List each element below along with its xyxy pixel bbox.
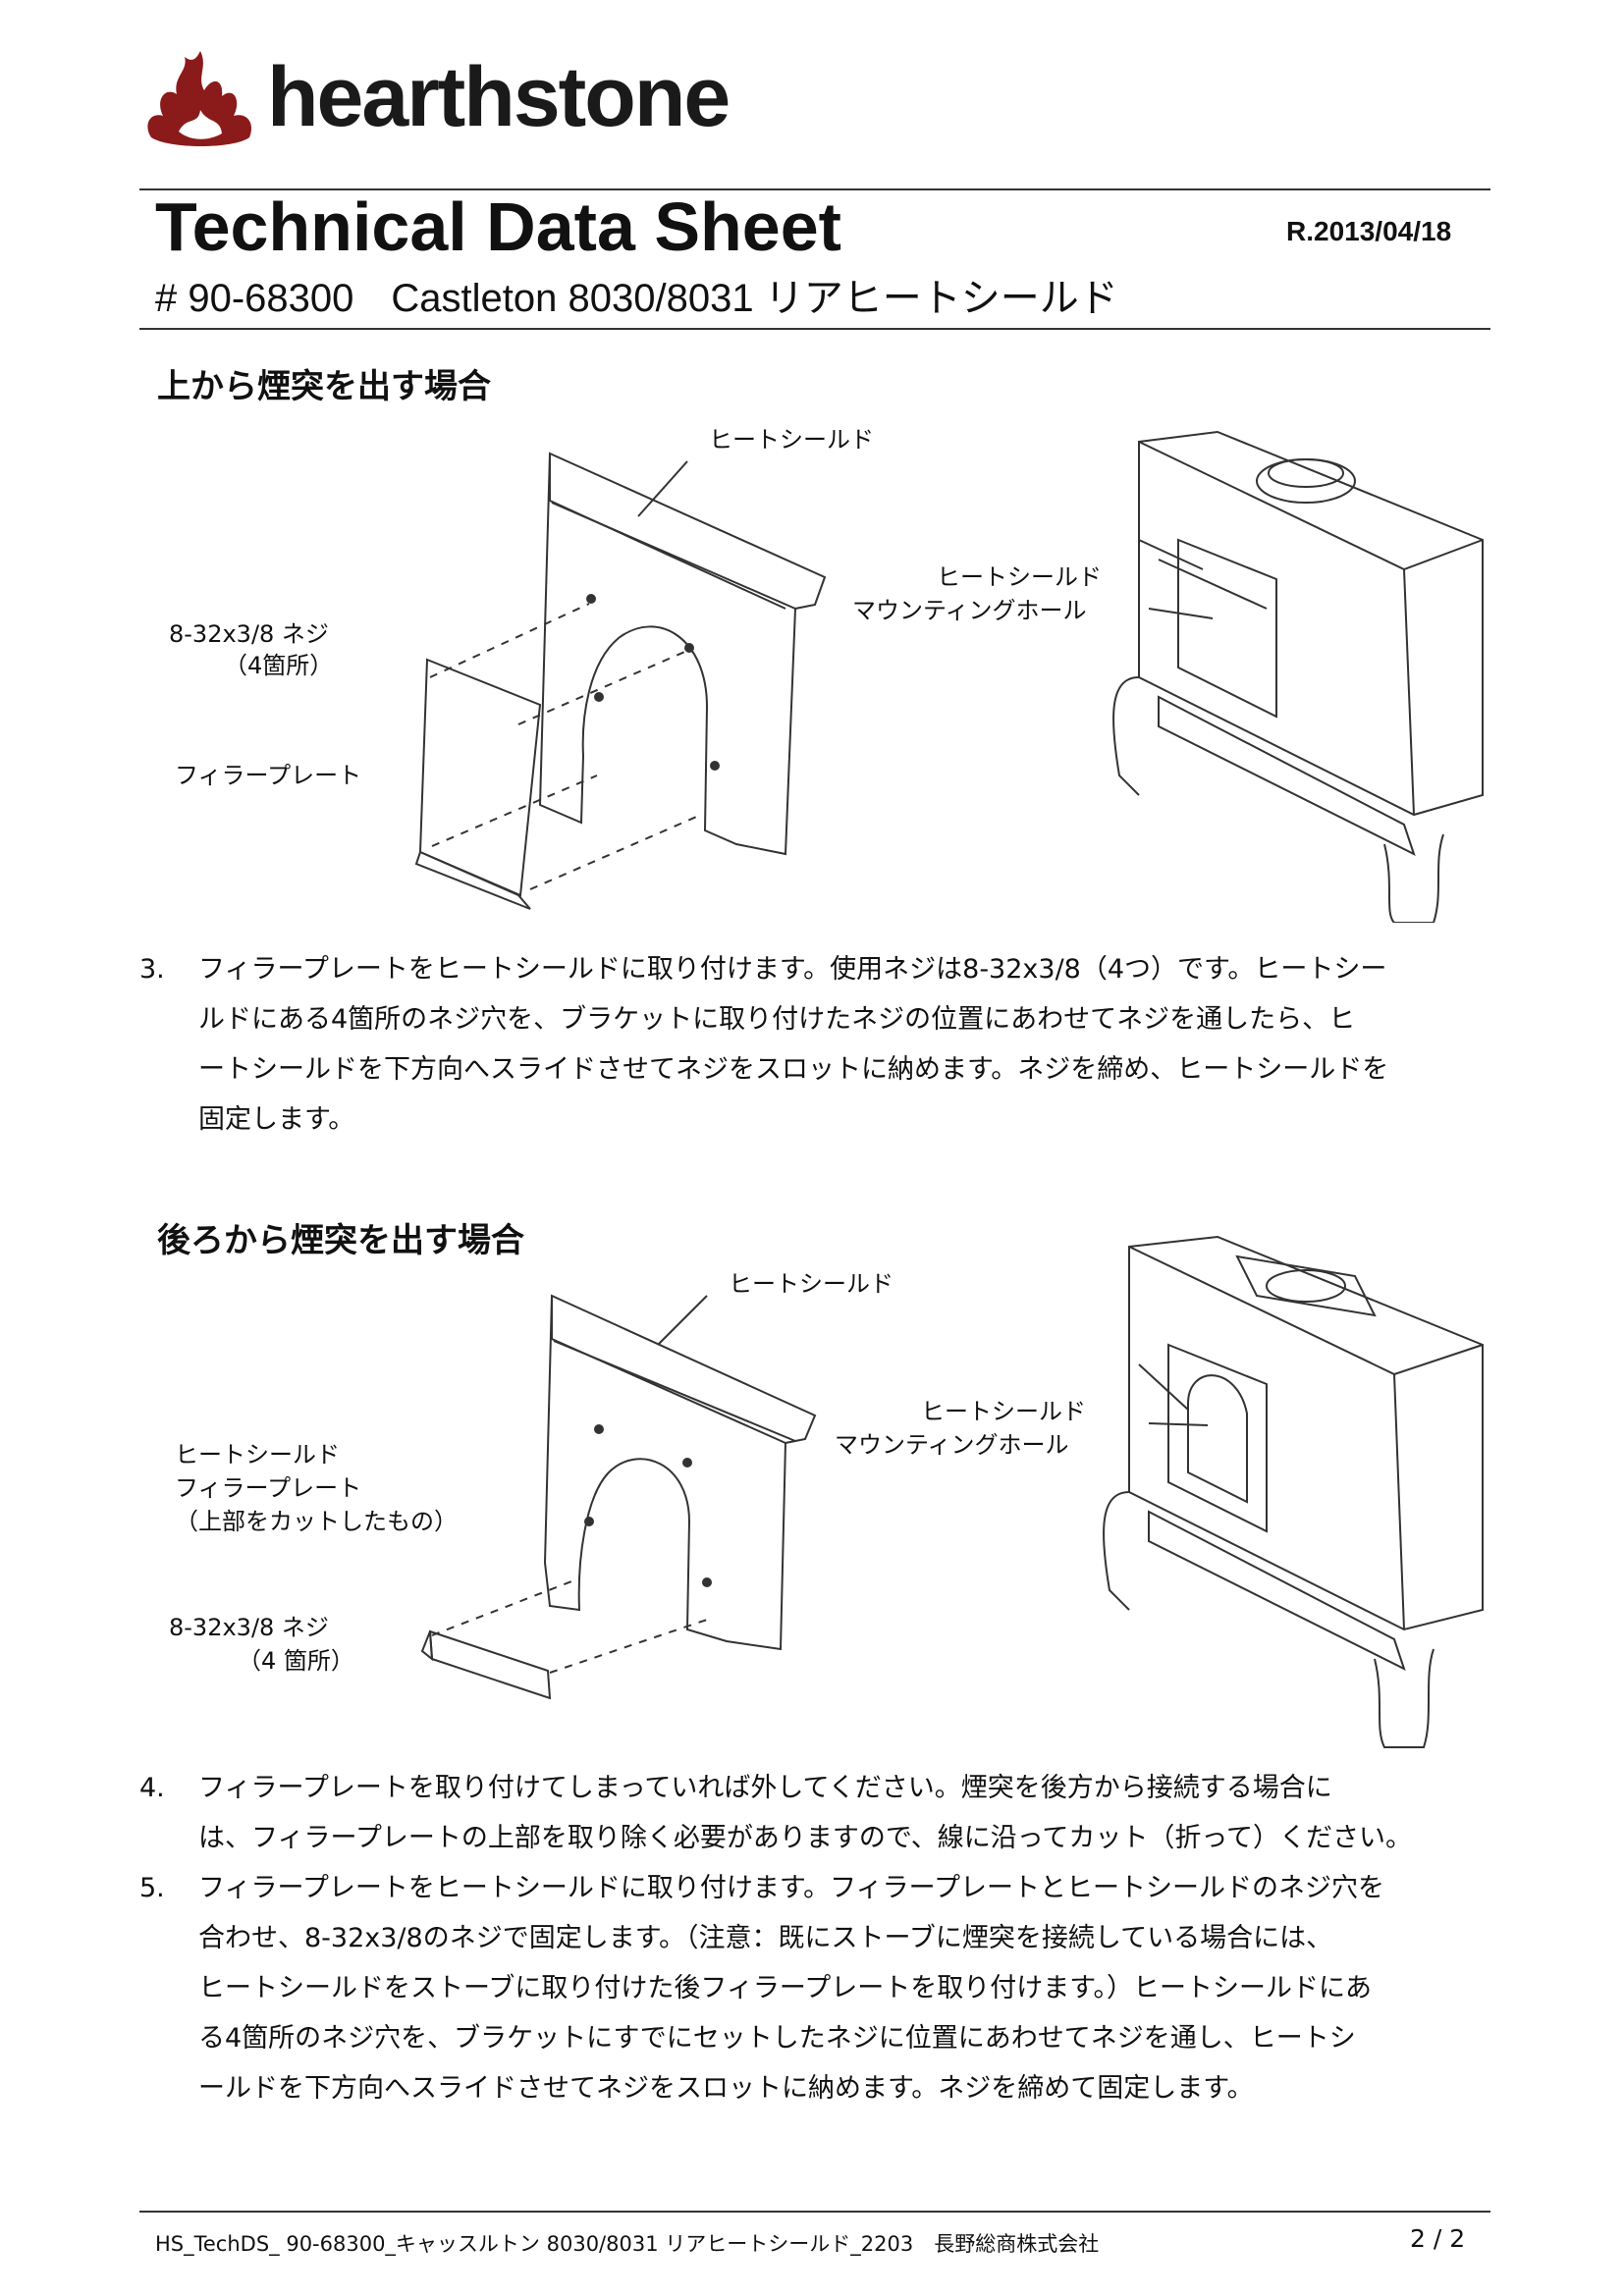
step-text: フィラープレートをヒートシールドに取り付けます。フィラープレートとヒートシールド…: [198, 1863, 1504, 2113]
section1-heading: 上から煙突を出す場合: [157, 367, 491, 406]
document-title: Technical Data Sheet: [155, 188, 841, 265]
step-text: フィラープレートをヒートシールドに取り付けます。使用ネジは8-32x3/8（4つ…: [198, 944, 1504, 1145]
step-line: ートシールドを下方向へスライドさせてネジをスロットに納めます。ネジを締め、ヒート…: [198, 1054, 1389, 1085]
label-filler-plate: フィラープレート: [175, 762, 362, 789]
label-heat-shield: ヒートシールド: [709, 426, 874, 454]
page-number: 2 / 2: [1410, 2224, 1466, 2253]
revision-date: R.2013/04/18: [1286, 216, 1452, 246]
step-line: は、フィラープレートの上部を取り除く必要がありますので、線に沿ってカット（折って…: [198, 1823, 1413, 1853]
step-number: 4.: [139, 1773, 165, 1803]
header-top-rule: [139, 188, 1490, 190]
step-line: 合わせ、8-32x3/8のネジで固定します。（注意：既にストーブに煙突を接続して…: [198, 1923, 1333, 1953]
step-4: 4. フィラープレートを取り付けてしまっていれば外してください。煙突を後方から接…: [139, 1763, 1504, 1863]
step-line: フィラープレートをヒートシールドに取り付けます。フィラープレートとヒートシールド…: [198, 1873, 1384, 1903]
step-line: ヒートシールドをストーブに取り付けた後フィラープレートを取り付けます。）ヒートシ…: [198, 1973, 1373, 2003]
heat-shield-diagram-rear: [393, 1276, 844, 1708]
stove-diagram-rear-flue: [1080, 1217, 1502, 1757]
step-number: 3.: [139, 954, 165, 985]
label-filler-2: フィラープレート: [175, 1474, 362, 1502]
flame-icon: [147, 51, 252, 146]
brand-wordmark: hearthstone: [267, 50, 731, 144]
product-name: Castleton 8030/8031 リアヒートシールド: [391, 277, 1118, 320]
label-screw-count: （4箇所）: [224, 652, 334, 679]
footer-doc-id: HS_TechDS_ 90-68300_キャッスルトン 8030/8031 リア…: [155, 2232, 1100, 2256]
steps-section-b: 4. フィラープレートを取り付けてしまっていれば外してください。煙突を後方から接…: [139, 1763, 1504, 2113]
header-bottom-rule: [139, 328, 1490, 330]
step-number: 5.: [139, 1873, 165, 1903]
label-filler-1: ヒートシールド: [175, 1441, 340, 1468]
step-line: フィラープレートを取り付けてしまっていれば外してください。煙突を後方から接続する…: [198, 1773, 1332, 1803]
step-line: ルドにある4箇所のネジ穴を、ブラケットに取り付けたネジの位置にあわせてネジを通し…: [198, 1004, 1356, 1035]
step-line: 固定します。: [198, 1104, 355, 1135]
label-mounting-4: マウンティングホール: [835, 1431, 1069, 1459]
step-line: ールドを下方向へスライドさせてネジをスロットに納めます。ネジを締めて固定します。: [198, 2073, 1254, 2104]
document-subtitle: # 90-68300 Castleton 8030/8031 リアヒートシールド: [155, 277, 1156, 320]
step-line: る4箇所のネジ穴を、ブラケットにすでにセットしたネジに位置にあわせてネジを通し、…: [198, 2023, 1356, 2054]
label-mounting-3: ヒートシールド: [921, 1398, 1086, 1425]
step-3: 3. フィラープレートをヒートシールドに取り付けます。使用ネジは8-32x3/8…: [139, 944, 1504, 1145]
brand-logo: hearthstone: [139, 47, 731, 155]
heat-shield-diagram-top: [373, 442, 844, 913]
label-screw-2: 8-32x3/8 ネジ: [169, 1614, 329, 1641]
step-5: 5. フィラープレートをヒートシールドに取り付けます。フィラープレートとヒートシ…: [139, 1863, 1504, 2113]
label-filler-3: （上部をカットしたもの）: [175, 1508, 458, 1535]
label-mounting-1: ヒートシールド: [937, 563, 1102, 591]
label-heat-shield-2: ヒートシールド: [729, 1270, 893, 1298]
step-line: フィラープレートをヒートシールドに取り付けます。使用ネジは8-32x3/8（4つ…: [198, 954, 1387, 985]
label-mounting-2: マウンティングホール: [852, 597, 1087, 624]
steps-section-a: 3. フィラープレートをヒートシールドに取り付けます。使用ネジは8-32x3/8…: [139, 944, 1504, 1145]
section2-heading: 後ろから煙突を出す場合: [157, 1221, 524, 1260]
stove-diagram-top-flue: [1090, 422, 1502, 923]
footer-rule: [139, 2211, 1490, 2213]
step-text: フィラープレートを取り付けてしまっていれば外してください。煙突を後方から接続する…: [198, 1763, 1504, 1863]
label-screw: 8-32x3/8 ネジ: [169, 620, 329, 648]
part-number: # 90-68300: [155, 277, 354, 320]
label-screw-count-2: （4 箇所）: [238, 1647, 354, 1675]
